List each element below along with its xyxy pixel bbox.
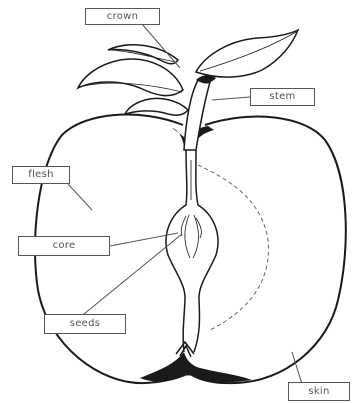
leaf-lower bbox=[125, 98, 188, 115]
stem-label: stem bbox=[250, 88, 315, 106]
stem-pointer bbox=[212, 97, 250, 100]
skin-label: skin bbox=[288, 382, 350, 401]
core-boundary-dashed bbox=[198, 165, 268, 330]
core-label: core bbox=[18, 236, 110, 256]
leaf-left bbox=[78, 59, 183, 96]
apple-right-half bbox=[192, 117, 346, 384]
core-column bbox=[166, 150, 218, 352]
stem bbox=[184, 75, 216, 150]
flesh-pointer bbox=[68, 184, 92, 210]
crown-label: crown bbox=[85, 8, 160, 25]
skin-pointer bbox=[292, 352, 302, 384]
core-pointer bbox=[110, 233, 178, 246]
flesh-label: flesh bbox=[12, 166, 70, 184]
leaf-right bbox=[196, 30, 298, 77]
bottom-calyx bbox=[140, 352, 252, 382]
seeds-label: seeds bbox=[44, 314, 126, 334]
calyx-sepals bbox=[176, 342, 194, 357]
